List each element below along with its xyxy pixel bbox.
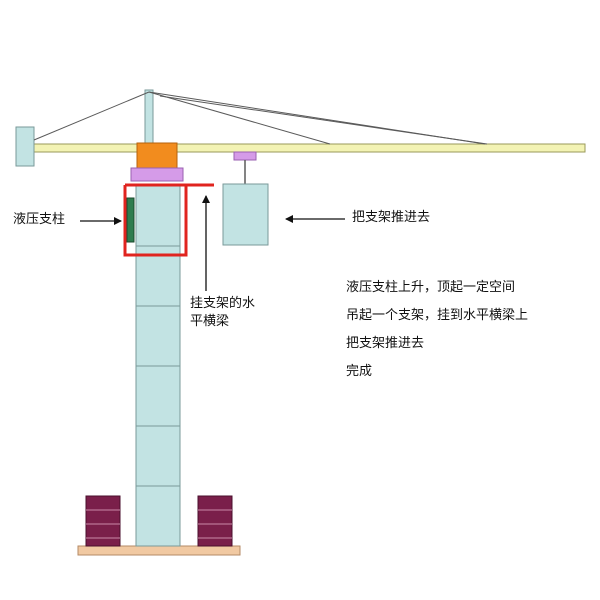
jib: [29, 143, 586, 153]
step-item: 吊起一个支架，挂到水平横梁上: [346, 308, 529, 323]
mast-section: [135, 305, 181, 367]
mast: [135, 245, 181, 547]
step-list: 液压支柱上升，顶起一定空间 吊起一个支架，挂到水平横梁上 把支架推进去 完成: [346, 280, 528, 392]
mast-section: [135, 425, 181, 487]
push-frame-label: 把支架推进去: [352, 210, 431, 225]
step-item: 液压支柱上升，顶起一定空间: [346, 280, 516, 295]
counterweight: [15, 126, 35, 167]
base-plate: [77, 545, 241, 556]
climbing-frame-section: [135, 185, 181, 247]
hanging-mast-section: [222, 183, 269, 246]
jib-cables: [33, 91, 488, 145]
apex-mast: [144, 89, 154, 145]
hydraulic-cylinder: [126, 197, 135, 243]
trolley: [233, 151, 257, 161]
climbing-frame: [130, 167, 184, 182]
ballast-right: [197, 495, 233, 547]
step-item: 完成: [346, 364, 373, 379]
highlight-frame: [123, 183, 214, 257]
hang-beam-label-line2: 平横梁: [190, 314, 230, 329]
ballast-left: [85, 495, 121, 547]
hydraulic-support-label: 液压支柱: [13, 212, 66, 227]
hang-beam-label-line1: 挂支架的水: [190, 296, 256, 311]
step-item: 把支架推进去: [346, 336, 425, 351]
slewing-unit: [136, 142, 178, 169]
mast-section: [135, 485, 181, 547]
mast-section: [135, 365, 181, 427]
